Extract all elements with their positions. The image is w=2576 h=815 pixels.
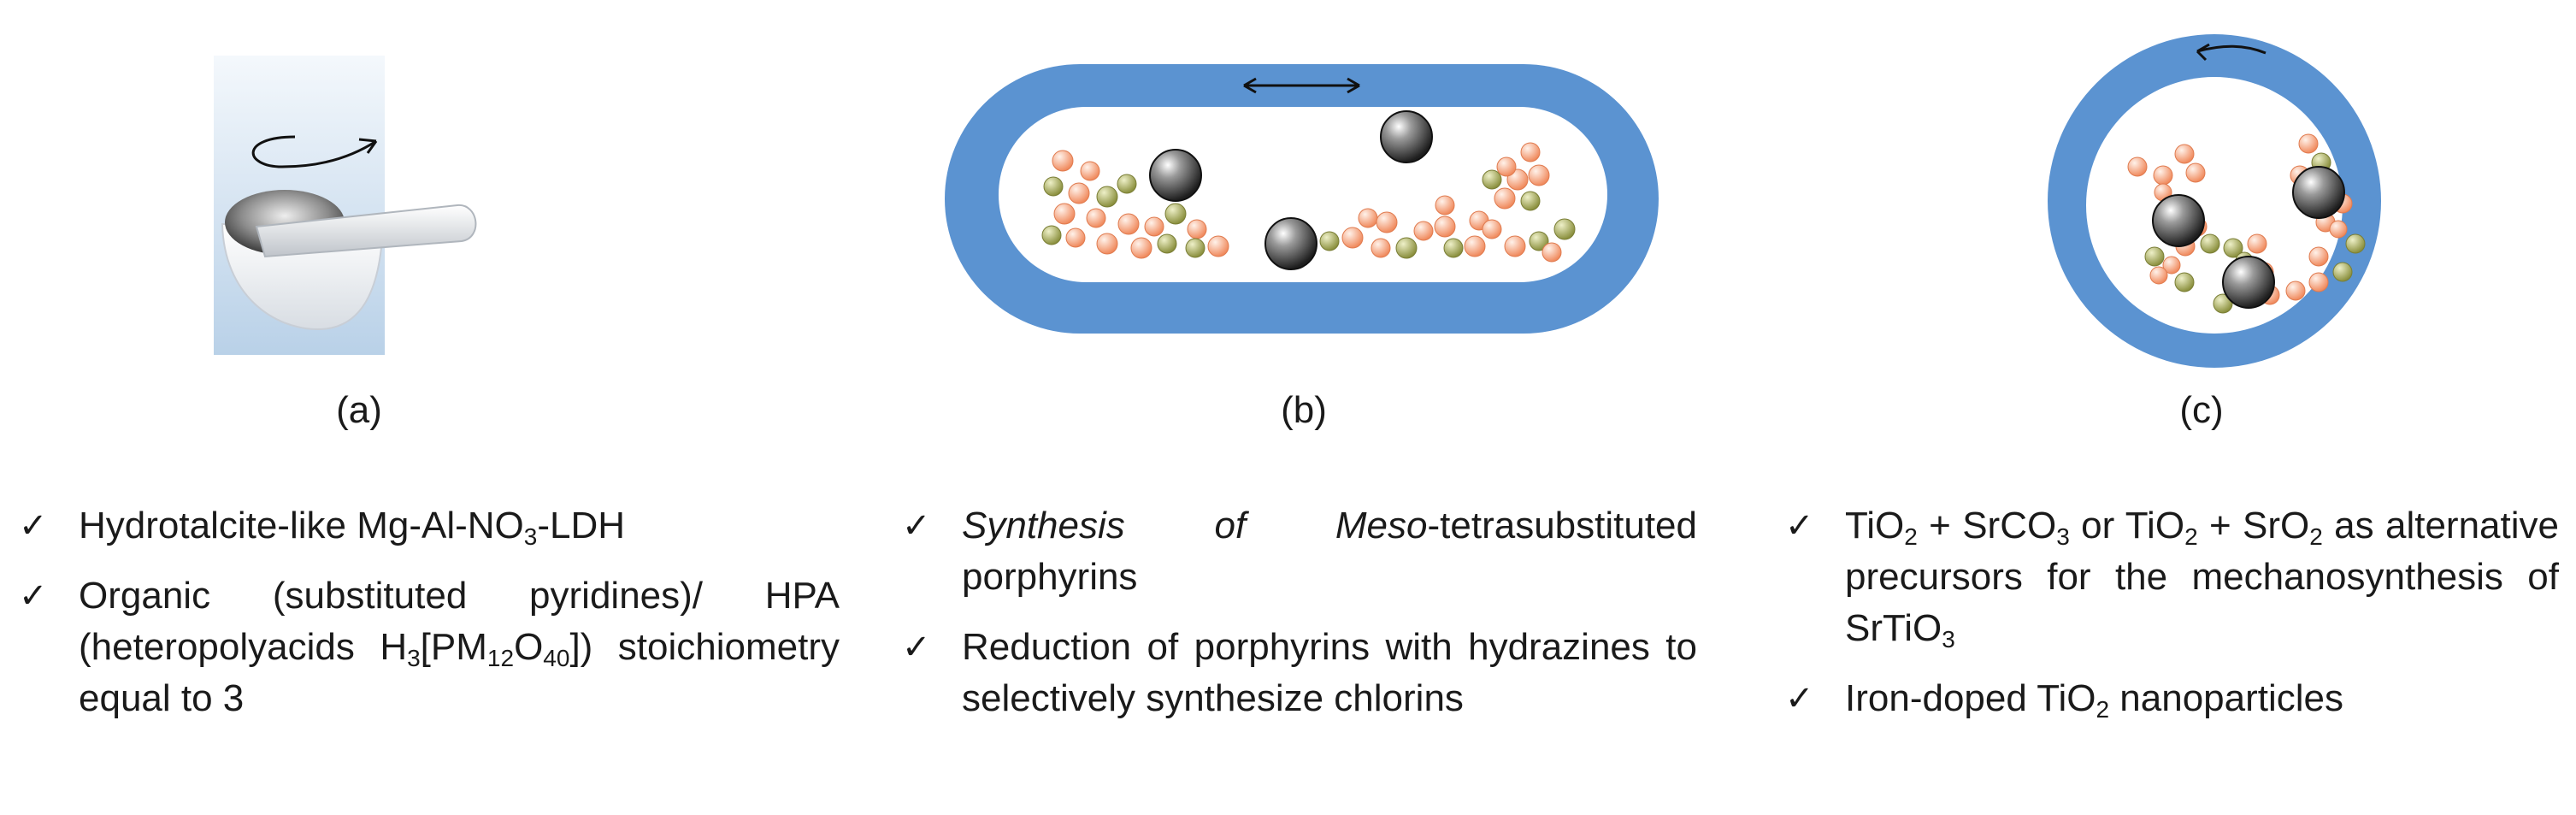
powder-particle — [1504, 235, 1526, 257]
powder-particle — [1080, 161, 1100, 181]
milling-ball — [1149, 149, 1202, 202]
powder-particle — [1464, 235, 1486, 257]
horizontal-jar-icon — [945, 64, 1659, 334]
powder-particle — [1520, 142, 1541, 162]
powder-particle — [1553, 218, 1576, 240]
powder-particle — [1117, 174, 1137, 194]
powder-particle — [1341, 227, 1364, 249]
mortar-pestle-icon — [214, 56, 477, 355]
powder-particle — [2332, 262, 2353, 282]
powder-particle — [1413, 221, 1434, 241]
powder-particle — [1096, 233, 1118, 255]
powder-particle — [1319, 231, 1340, 251]
powder-particle — [1185, 238, 1205, 258]
powder-particle — [1130, 237, 1152, 259]
list-panel-c: ✓ TiO2 + SrCO3 or TiO2 + SrO2 as alterna… — [1785, 500, 2559, 743]
powder-particle — [1096, 186, 1118, 208]
powder-particle — [2200, 233, 2220, 254]
powder-particle — [1443, 238, 1464, 258]
check-icon: ✓ — [1785, 506, 1814, 546]
powder-particle — [2308, 246, 2329, 267]
figure-panels: (a) — [214, 34, 2381, 368]
powder-particle — [1053, 203, 1076, 225]
powder-particle — [1065, 227, 1086, 248]
list-panel-b: ✓ Synthesis of Meso-tetrasubstituted por… — [902, 500, 1697, 743]
list-item: ✓ Iron-doped TiO2 nanoparticles — [1785, 673, 2559, 724]
powder-particle — [2223, 238, 2243, 258]
check-icon: ✓ — [19, 576, 48, 616]
powder-particle — [2162, 256, 2181, 275]
milling-ball — [2222, 256, 2275, 309]
powder-particle — [2285, 281, 2306, 301]
powder-particle — [2213, 293, 2233, 314]
powder-particle — [1520, 191, 1541, 211]
panel-b-caption: (b) — [1281, 389, 1327, 431]
powder-particle — [2247, 233, 2267, 254]
powder-particle — [1144, 216, 1164, 237]
check-icon: ✓ — [902, 628, 931, 667]
powder-particle — [2127, 157, 2148, 177]
milling-ball — [1264, 217, 1317, 270]
powder-particle — [1529, 231, 1549, 251]
powder-particle — [2345, 233, 2366, 254]
powder-particle — [2298, 133, 2319, 154]
powder-particle — [1528, 164, 1550, 186]
check-icon: ✓ — [1785, 679, 1814, 718]
powder-particle — [1395, 237, 1418, 259]
list-item: ✓ TiO2 + SrCO3 or TiO2 + SrO2 as alterna… — [1785, 500, 2559, 654]
powder-particle — [1207, 235, 1229, 257]
powder-particle — [1541, 242, 1562, 263]
list-item: ✓ Reduction of porphyrins with hydrazine… — [902, 622, 1697, 724]
panel-a-caption: (a) — [336, 389, 382, 431]
powder-particle — [1187, 219, 1207, 239]
milling-ball — [2292, 166, 2345, 219]
powder-particle — [2308, 272, 2329, 292]
planetary-jar-icon — [2048, 34, 2381, 368]
powder-particle — [1371, 238, 1391, 258]
powder-particle — [1157, 233, 1177, 254]
powder-particle — [1496, 157, 1517, 177]
powder-particle — [1482, 219, 1502, 239]
milling-ball — [1380, 110, 1433, 163]
powder-particle — [1434, 216, 1456, 238]
check-icon: ✓ — [902, 506, 931, 546]
powder-particle — [1482, 169, 1502, 190]
powder-particle — [2144, 246, 2165, 267]
powder-particle — [1164, 203, 1187, 225]
milling-ball — [2152, 194, 2205, 247]
list-item: ✓ Hydrotalcite-like Mg-Al-NO3-LDH — [19, 500, 840, 552]
panel-c-caption: (c) — [2179, 389, 2224, 431]
powder-particle — [1052, 150, 1074, 172]
powder-particle — [1494, 187, 1516, 210]
powder-particle — [1376, 211, 1398, 233]
powder-particle — [1086, 208, 1106, 228]
powder-particle — [1068, 182, 1090, 204]
list-item: ✓ Synthesis of Meso-tetrasubstituted por… — [902, 500, 1697, 603]
check-icon: ✓ — [19, 506, 48, 546]
powder-particle — [1043, 176, 1064, 197]
powder-particle — [2174, 272, 2195, 292]
list-panel-a: ✓ Hydrotalcite-like Mg-Al-NO3-LDH ✓ Orga… — [19, 500, 840, 743]
powder-particle — [1041, 225, 1062, 245]
powder-particle — [2185, 162, 2206, 183]
powder-particle — [1358, 208, 1378, 228]
list-item: ✓ Organic (substituted pyridines)/ HPA (… — [19, 570, 840, 724]
powder-particle — [2149, 266, 2168, 285]
powder-particle — [2153, 165, 2173, 186]
powder-particle — [2329, 220, 2348, 239]
powder-particle — [1117, 213, 1140, 235]
powder-particle — [1435, 195, 1455, 216]
powder-particle — [2174, 144, 2195, 164]
